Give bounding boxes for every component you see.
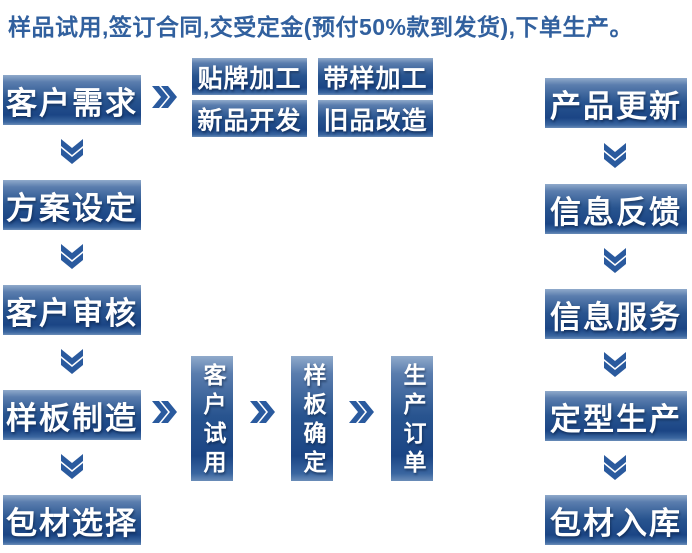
flow-step-label: 信息反馈 — [550, 194, 682, 230]
flow-step-packaging-storage: 包材入库 — [545, 495, 687, 545]
chevron-right-icon — [152, 399, 178, 425]
flow-step-product-update: 产品更新 — [545, 78, 687, 128]
chevron-right-icon — [349, 399, 375, 425]
flow-step-label: 包材选择 — [6, 505, 138, 541]
flow-step-label: 包材入库 — [550, 505, 682, 541]
flow-step-customer-needs: 客户需求 — [3, 75, 141, 125]
chevron-down-icon — [59, 244, 85, 270]
flow-step-sample-making: 样板制造 — [3, 390, 141, 440]
option-old-product-remodel: 旧品改造 — [318, 100, 433, 137]
flow-step-label: 产品更新 — [550, 88, 682, 124]
option-new-product-dev: 新品开发 — [192, 100, 307, 137]
chevron-down-icon — [602, 143, 628, 169]
option-label: 新品开发 — [197, 107, 302, 135]
chevron-down-icon — [59, 139, 85, 165]
chevron-down-icon — [602, 352, 628, 378]
chevron-down-icon — [59, 454, 85, 480]
chevron-right-icon — [152, 84, 178, 110]
flow-step-label: 生产订单 — [400, 362, 425, 479]
option-label: 带样加工 — [323, 65, 428, 93]
flow-step-label: 方案设定 — [6, 190, 138, 226]
flow-step-info-feedback: 信息反馈 — [545, 184, 687, 234]
option-label: 贴牌加工 — [197, 65, 302, 93]
chevron-down-icon — [59, 349, 85, 375]
flow-step-customer-trial: 客户试用 — [191, 356, 233, 481]
flow-step-label: 样板制造 — [6, 400, 138, 436]
chevron-down-icon — [602, 248, 628, 274]
option-sample-processing: 带样加工 — [318, 58, 433, 95]
flow-step-label: 客户审核 — [6, 295, 138, 331]
flow-step-label: 定型生产 — [550, 401, 682, 437]
flow-step-label: 信息服务 — [550, 299, 682, 335]
flow-step-plan-design: 方案设定 — [3, 180, 141, 230]
option-oem-processing: 贴牌加工 — [192, 58, 307, 95]
option-label: 旧品改造 — [323, 107, 428, 135]
chevron-down-icon — [602, 455, 628, 481]
flow-step-customer-review: 客户审核 — [3, 285, 141, 335]
flow-step-label: 客户试用 — [200, 362, 225, 479]
flow-step-info-service: 信息服务 — [545, 289, 687, 339]
flow-step-finalized-production: 定型生产 — [545, 391, 687, 441]
flow-step-sample-confirm: 样板确定 — [291, 356, 333, 481]
flow-step-packaging-selection: 包材选择 — [3, 495, 141, 545]
flow-step-label: 客户需求 — [6, 85, 138, 121]
flow-step-label: 样板确定 — [300, 362, 325, 479]
flow-step-production-order: 生产订单 — [391, 356, 433, 481]
chevron-right-icon — [250, 399, 276, 425]
page-title: 样品试用,签订合同,交受定金(预付50%款到发货),下单生产。 — [8, 14, 634, 40]
